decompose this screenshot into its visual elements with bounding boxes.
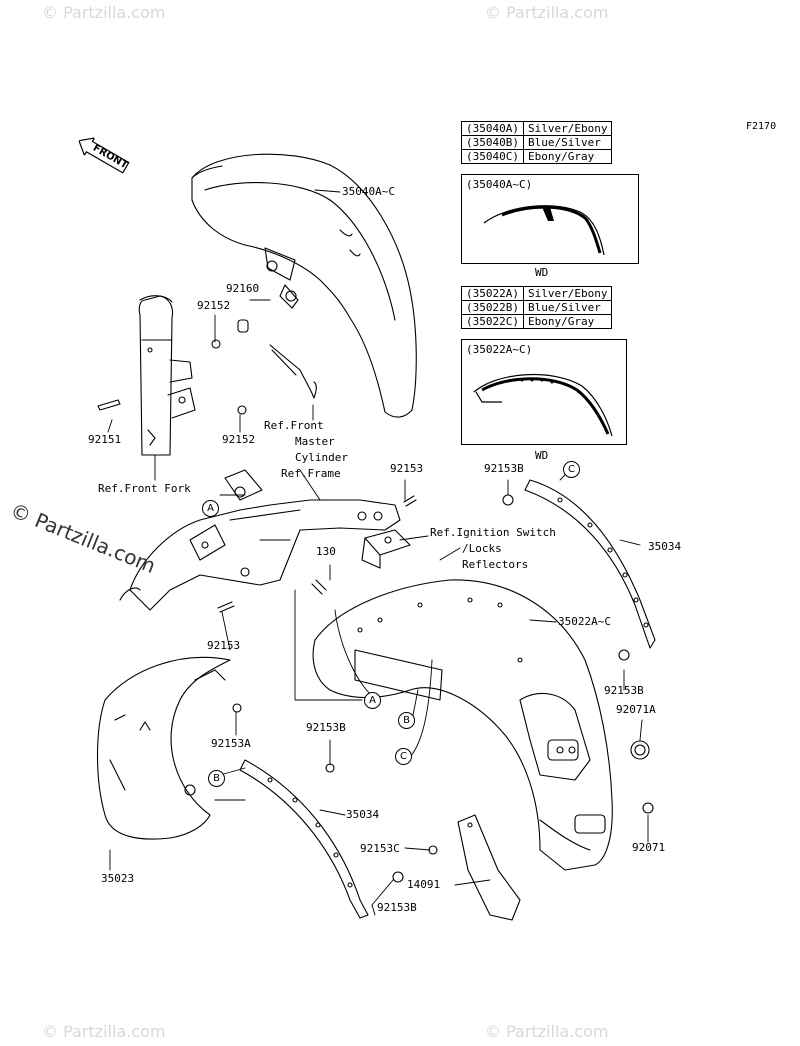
front-fender-shape [191, 153, 417, 418]
part-label-92152-top: 92152 [197, 299, 231, 312]
variant-color: Silver/Ebony [522, 121, 613, 136]
ref-reflectors: Reflectors [462, 558, 529, 571]
inset-35040: (35040A~C) [461, 174, 639, 264]
watermark-tile: © Partzilla.com [485, 3, 609, 22]
inset-caption: WD [535, 449, 549, 462]
variant-color: Ebony/Gray [522, 149, 613, 164]
part-label-92071a: 92071A [616, 703, 656, 716]
frame-shape [119, 469, 401, 611]
ref-front-master: Ref.Front [264, 419, 324, 432]
watermark-tile: © Partzilla.com [42, 1022, 166, 1041]
table-row: (35022B)Blue/Silver [461, 300, 613, 315]
part-label-92153-left: 92153 [207, 639, 241, 652]
part-label-92071: 92071 [632, 841, 666, 854]
table-row: (35022C)Ebony/Gray [461, 314, 613, 329]
table-row: (35022A)Silver/Ebony [461, 286, 613, 301]
variant-code: (35040A) [461, 121, 524, 136]
bracket-14091-shape [457, 814, 521, 921]
table-row: (35040B)Blue/Silver [461, 135, 613, 150]
part-label-35034-right: 35034 [648, 540, 682, 553]
variant-color: Blue/Silver [522, 300, 613, 315]
variant-code: (35040B) [461, 135, 524, 150]
inset-title: (35022A~C) [466, 343, 533, 356]
part-label-130: 130 [316, 545, 336, 558]
ref-front-fork: Ref.Front Fork [98, 482, 191, 495]
inset-35022: (35022A~C) [461, 339, 627, 445]
ref-cylinder: Cylinder [295, 451, 348, 464]
callout-b: B [398, 712, 415, 729]
inset-title: (35040A~C) [466, 178, 533, 191]
rear-fender-shape [312, 579, 613, 871]
ref-frame: Ref.Frame [281, 467, 341, 480]
part-label-92153b-right: 92153B [604, 684, 644, 697]
part-label-92153b-mid: 92153B [306, 721, 346, 734]
rear-fasteners [217, 494, 654, 883]
part-label-92153b-top: 92153B [484, 462, 524, 475]
variant-table-35022: (35022A)Silver/Ebony (35022B)Blue/Silver… [461, 286, 613, 329]
part-label-92153a: 92153A [211, 737, 251, 750]
ref-master: Master [295, 435, 335, 448]
callout-c: C [395, 748, 412, 765]
part-label-92153c: 92153C [360, 842, 400, 855]
ref-ignition-switch: Ref.Ignition Switch [430, 526, 556, 539]
callout-a: A [202, 500, 219, 517]
callout-a: A [364, 692, 381, 709]
part-label-92151: 92151 [88, 433, 122, 446]
callout-b: B [208, 770, 225, 787]
ignition-bracket [361, 529, 411, 569]
inset-caption: WD [535, 266, 549, 279]
bottom-strut-shape [239, 759, 369, 919]
ref-locks: /Locks [462, 542, 502, 555]
watermark-tile: © Partzilla.com [42, 3, 166, 22]
front-fork-shape [138, 295, 196, 456]
part-label-35040: 35040A~C [342, 185, 395, 198]
table-row: (35040A)Silver/Ebony [461, 121, 613, 136]
part-label-92153b-bottom: 92153B [377, 901, 417, 914]
part-label-35022: 35022A~C [558, 615, 611, 628]
variant-color: Silver/Ebony [522, 286, 613, 301]
part-label-92152-bottom: 92152 [222, 433, 256, 446]
table-row: (35040C)Ebony/Gray [461, 149, 613, 164]
part-label-92160: 92160 [226, 282, 260, 295]
variant-code: (35022A) [461, 286, 524, 301]
variant-table-35040: (35040A)Silver/Ebony (35040B)Blue/Silver… [461, 121, 613, 164]
part-label-35034-bottom: 35034 [346, 808, 380, 821]
part-label-14091: 14091 [407, 878, 441, 891]
front-direction-arrow: FRONT [74, 132, 132, 177]
right-strut-shape [524, 479, 656, 649]
watermark-tile: © Partzilla.com [485, 1022, 609, 1041]
figure-id: F2170 [746, 121, 777, 132]
part-label-35023: 35023 [101, 872, 135, 885]
variant-code: (35022C) [461, 314, 524, 329]
callout-c: C [563, 461, 580, 478]
inner-fender-shape [97, 656, 231, 840]
variant-color: Ebony/Gray [522, 314, 613, 329]
variant-code: (35022B) [461, 300, 524, 315]
variant-code: (35040C) [461, 149, 524, 164]
front-fasteners [97, 319, 317, 415]
part-label-92153-top: 92153 [390, 462, 424, 475]
variant-color: Blue/Silver [522, 135, 613, 150]
